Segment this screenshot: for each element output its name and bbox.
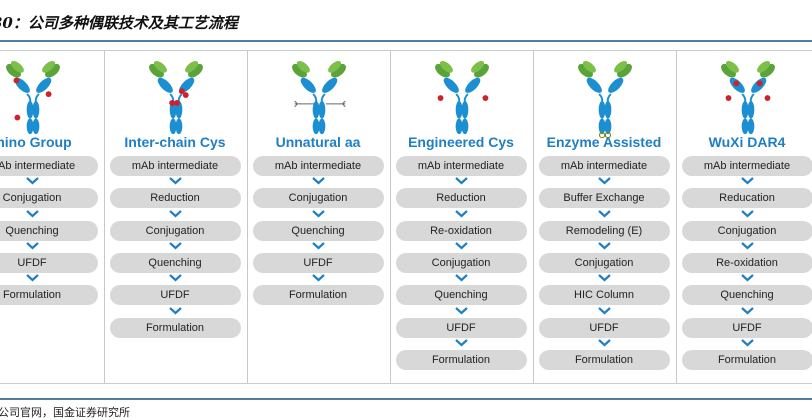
column-title: WuXi DAR4 [708,134,786,150]
chevron-down-icon [454,274,468,282]
chevron-down-icon [740,306,754,314]
process-step: UFDF [252,252,384,273]
process-step: Formulation [538,349,670,370]
chevron-down-icon [454,177,468,185]
chevron-down-icon [597,242,611,250]
chevron-down-icon [454,306,468,314]
process-step: Quenching [109,252,241,273]
process-step: UFDF [0,252,98,273]
column-divider [103,51,105,383]
column-title: Enzyme Assisted [546,134,662,150]
antibody-icon [291,60,346,135]
process-step: UFDF [538,317,670,338]
chevron-down-icon [740,274,754,282]
process-step: Quenching [395,285,527,306]
antibody-icon [577,60,632,139]
antibody-icon [434,60,489,135]
source-note: 公司官网，国金证券研究所 [0,406,130,419]
process-step: Conjugation [538,252,670,273]
process-step: UFDF [109,285,241,306]
process-step: Conjugation [681,220,812,241]
column-divider [675,51,677,383]
chevron-down-icon [168,242,182,250]
column-divider [246,51,248,383]
process-step: Quenching [681,285,812,306]
column-title: Unnatural aa [275,134,361,150]
process-step: Formulation [681,349,812,370]
process-step: Remodeling (E) [538,220,670,241]
chevron-down-icon [740,242,754,250]
process-step: Buffer Exchange [538,188,670,209]
chevron-down-icon [168,306,182,314]
process-step: Quenching [252,220,384,241]
process-step: mAb intermediate [681,156,812,176]
chevron-down-icon [168,274,182,282]
process-step: Re-oxidation [681,252,812,273]
chevron-down-icon [168,177,182,185]
chevron-down-icon [454,338,468,347]
chevron-down-icon [597,177,611,185]
antibody-icon [148,60,203,135]
process-step: Conjugation [109,220,241,241]
process-step: Conjugation [0,188,98,209]
process-step: Conjugation [252,188,384,209]
column-title: Engineered Cys [408,134,514,150]
chevron-down-icon [740,209,754,218]
process-step: HIC Column [538,285,670,306]
process-step: mAb intermediate [538,156,670,176]
process-step: Formulation [252,285,384,306]
process-step: mAb intermediate [0,156,98,176]
chevron-down-icon [25,242,39,250]
chevron-down-icon [454,242,468,250]
column-amino: mino Group mAb intermediateConjugationQue… [0,51,104,383]
process-step: UFDF [681,317,812,338]
figure-title: 30：公司多种偶联技术及其工艺流程 [0,14,238,32]
top-rule [0,40,812,42]
process-step: Formulation [0,285,98,306]
chevron-down-icon [168,209,182,218]
process-step: Formulation [109,317,241,338]
column-divider [532,51,534,383]
chevron-down-icon [25,177,39,185]
antibody-icon [720,60,775,135]
chevron-down-icon [454,209,468,218]
column-title: mino Group [0,134,72,150]
process-step: Reducation [681,188,812,209]
chevron-down-icon [311,242,325,250]
column-title: Inter-chain Cys [124,134,226,150]
chevron-down-icon [597,306,611,314]
bottom-rule [0,398,812,400]
chevron-down-icon [311,274,325,282]
chevron-down-icon [311,209,325,218]
process-step: mAb intermediate [109,156,241,176]
process-step: Reduction [395,188,527,209]
chevron-down-icon [740,338,754,347]
process-step: Conjugation [395,252,527,273]
process-step: Re-oxidation [395,220,527,241]
antibody-icon [5,60,60,135]
chevron-down-icon [25,274,39,282]
process-step: Reduction [109,188,241,209]
figure-frame [0,50,812,384]
chevron-down-icon [597,209,611,218]
chevron-down-icon [311,177,325,185]
chevron-down-icon [597,338,611,347]
chevron-down-icon [740,177,754,185]
process-step: Quenching [0,220,98,241]
column-divider [389,51,391,383]
process-step: mAb intermediate [252,156,384,176]
process-step: UFDF [395,317,527,338]
chevron-down-icon [25,209,39,218]
process-step: Formulation [395,349,527,370]
chevron-down-icon [597,274,611,282]
process-step: mAb intermediate [395,156,527,176]
